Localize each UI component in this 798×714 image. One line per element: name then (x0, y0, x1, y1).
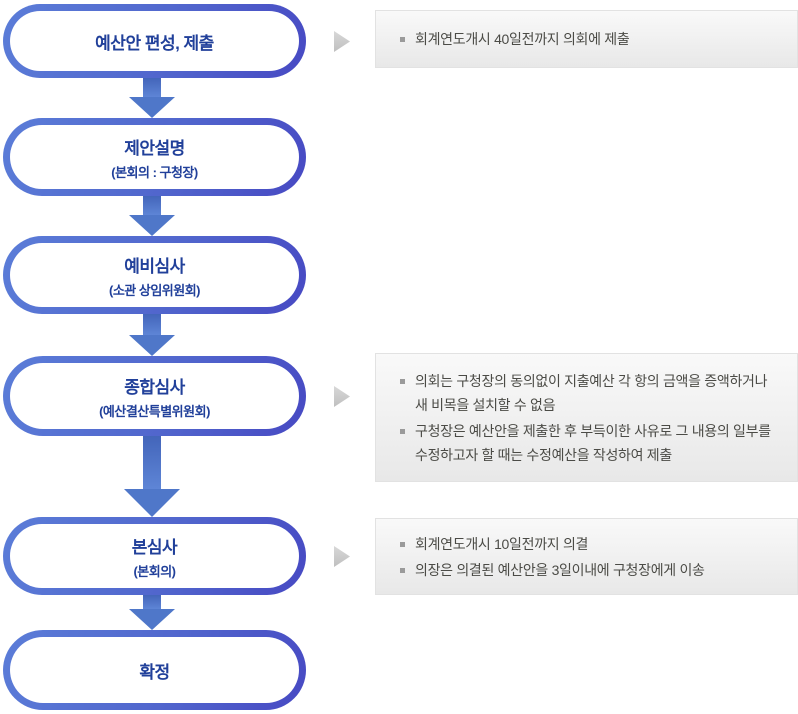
note-item: 회계연도개시 40일전까지 의회에 제출 (400, 27, 779, 51)
flow-step-inner: 예산안 편성, 제출 (10, 11, 299, 71)
note-box-main-review: 회계연도개시 10일전까지 의결 의장은 의결된 예산안을 3일이내에 구청장에… (375, 518, 798, 595)
flow-step-title: 제안설명 (124, 138, 185, 158)
arrow-stem (143, 196, 161, 215)
arrow-head (129, 215, 175, 236)
flow-step-title: 종합심사 (124, 377, 185, 397)
arrow-head (129, 335, 175, 356)
flow-step-inner: 본심사 (본회의) (10, 524, 299, 588)
bullet-square-icon (400, 37, 405, 42)
note-text: 구청장은 예산안을 제출한 후 부득이한 사유로 그 내용의 일부를 수정하고자… (415, 422, 771, 463)
flow-step-main-review: 본심사 (본회의) (3, 517, 306, 595)
flow-step-subtitle: (예산결산특별위원회) (99, 403, 210, 419)
flow-step-budget-drafting: 예산안 편성, 제출 (3, 4, 306, 78)
flow-step-inner: 제안설명 (본회의 : 구청장) (10, 125, 299, 189)
note-item: 의회는 구청장의 동의없이 지출예산 각 항의 금액을 증액하거나 새 비목을 … (400, 369, 779, 417)
down-arrow-icon (129, 314, 175, 356)
flow-step-title: 예산안 편성, 제출 (95, 33, 214, 53)
arrow-head (129, 97, 175, 118)
flow-step-inner: 확정 (10, 637, 299, 703)
arrow-head (124, 489, 180, 517)
flow-step-inner: 종합심사 (예산결산특별위원회) (10, 363, 299, 429)
arrow-stem (143, 314, 161, 335)
right-pointer-icon (334, 546, 350, 567)
flow-step-subtitle: (소관 상임위원회) (109, 282, 201, 298)
down-arrow-icon (129, 595, 175, 630)
right-pointer-icon (334, 31, 350, 52)
arrow-head (129, 609, 175, 630)
down-arrow-icon (129, 196, 175, 236)
bullet-square-icon (400, 428, 405, 434)
flow-step-title: 확정 (139, 662, 170, 682)
note-text: 회계연도개시 10일전까지 의결 (415, 535, 589, 552)
flow-step-subtitle: (본회의) (133, 563, 176, 579)
bullet-square-icon (400, 567, 405, 573)
note-text: 의회는 구청장의 동의없이 지출예산 각 항의 금액을 증액하거나 새 비목을 … (415, 372, 768, 413)
note-item: 의장은 의결된 예산안을 3일이내에 구청장에게 이송 (400, 558, 779, 582)
bullet-square-icon (400, 378, 405, 384)
right-pointer-icon (334, 386, 350, 407)
down-arrow-icon (124, 436, 180, 517)
flow-step-comprehensive-review: 종합심사 (예산결산특별위원회) (3, 356, 306, 436)
arrow-stem (143, 595, 161, 609)
flow-step-subtitle: (본회의 : 구청장) (111, 164, 198, 180)
flow-step-confirmation: 확정 (3, 630, 306, 710)
note-box-submission: 회계연도개시 40일전까지 의회에 제출 (375, 10, 798, 68)
flow-step-title: 본심사 (131, 537, 178, 557)
note-item: 구청장은 예산안을 제출한 후 부득이한 사유로 그 내용의 일부를 수정하고자… (400, 419, 779, 467)
flow-step-proposal-explanation: 제안설명 (본회의 : 구청장) (3, 118, 306, 196)
note-box-comprehensive-review: 의회는 구청장의 동의없이 지출예산 각 항의 금액을 증액하거나 새 비목을 … (375, 353, 798, 482)
down-arrow-icon (129, 78, 175, 118)
flow-step-title: 예비심사 (124, 256, 185, 276)
flow-step-preliminary-review: 예비심사 (소관 상임위원회) (3, 236, 306, 314)
note-item: 회계연도개시 10일전까지 의결 (400, 532, 779, 556)
arrow-stem (143, 78, 161, 97)
arrow-stem (143, 436, 161, 489)
bullet-square-icon (400, 541, 405, 547)
note-text: 회계연도개시 40일전까지 의회에 제출 (415, 31, 630, 47)
flow-step-inner: 예비심사 (소관 상임위원회) (10, 243, 299, 307)
note-text: 의장은 의결된 예산안을 3일이내에 구청장에게 이송 (415, 561, 705, 578)
